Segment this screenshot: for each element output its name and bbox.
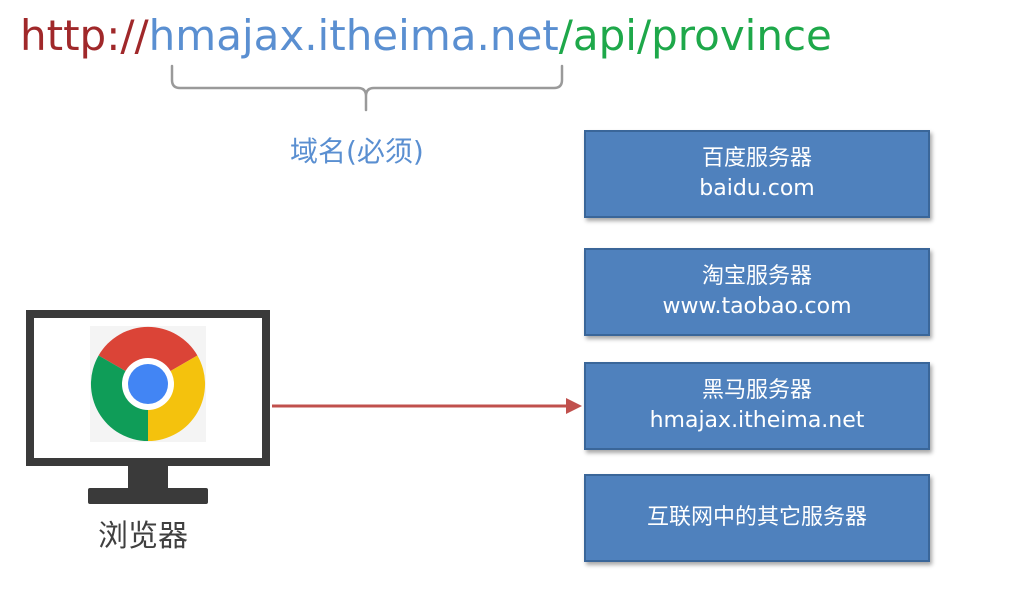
url-text: http://hmajax.itheima.net/api/province [20, 8, 832, 64]
browser-monitor-icon [26, 310, 270, 504]
chrome-logo-icon [90, 326, 206, 442]
server-box-itheima: 黑马服务器 hmajax.itheima.net [584, 362, 930, 450]
domain-label: 域名(必须) [290, 135, 424, 168]
server-name: 百度服务器 [701, 146, 812, 171]
server-box-baidu: 百度服务器 baidu.com [584, 130, 930, 218]
url-path: /api/province [558, 11, 832, 60]
server-name: 互联网中的其它服务器 [646, 505, 867, 530]
browser-label: 浏览器 [98, 519, 188, 554]
domain-brace [170, 64, 564, 112]
server-host: baidu.com [699, 176, 815, 201]
url-domain: hmajax.itheima.net [148, 11, 559, 60]
server-name: 黑马服务器 [701, 378, 812, 403]
server-name: 淘宝服务器 [701, 264, 812, 289]
server-box-other: 互联网中的其它服务器 [584, 474, 930, 562]
request-arrow [272, 398, 582, 414]
server-host: www.taobao.com [662, 294, 852, 319]
server-box-taobao: 淘宝服务器 www.taobao.com [584, 248, 930, 336]
server-host: hmajax.itheima.net [649, 408, 865, 433]
url-protocol: http:// [20, 11, 149, 60]
